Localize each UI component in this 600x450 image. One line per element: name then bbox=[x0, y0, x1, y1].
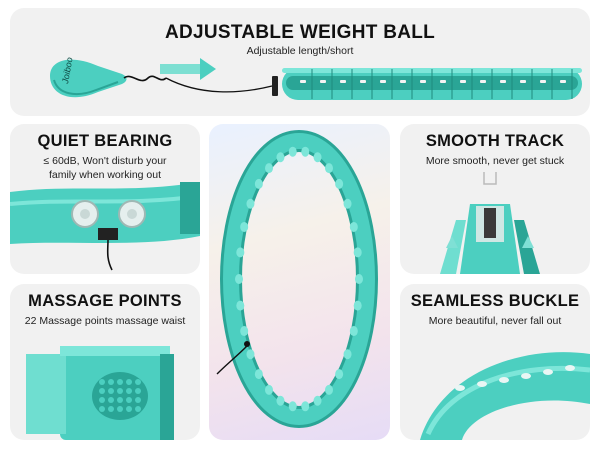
panel-title: QUIET BEARING bbox=[37, 132, 173, 150]
track-illustration bbox=[440, 172, 540, 274]
arrow-up-icon bbox=[446, 236, 458, 248]
hoop-product-image bbox=[216, 130, 378, 428]
subtitle-line-2: family when working out bbox=[48, 169, 162, 181]
panel-title: MASSAGE POINTS bbox=[28, 292, 182, 310]
ball-brand-label: Joiboo bbox=[60, 56, 75, 85]
panel-subtitle: 22 Massage points massage waist bbox=[24, 315, 186, 327]
smooth-track-panel: SMOOTH TRACK More smooth, never get stuc… bbox=[400, 124, 590, 274]
quiet-bearing-panel: QUIET BEARING ≤ 60dB, Won't disturb your… bbox=[10, 124, 200, 274]
hoop-product-panel bbox=[209, 124, 390, 440]
panel-subtitle: More smooth, never get stuck bbox=[425, 155, 565, 167]
bearing-illustration bbox=[10, 182, 200, 271]
arrow-up-icon bbox=[522, 236, 534, 248]
weight-ball-hoop-illustration: Joiboo bbox=[50, 56, 582, 100]
arrow-head-icon bbox=[200, 58, 216, 80]
buckle-illustration bbox=[420, 352, 590, 440]
massage-points-panel: MASSAGE POINTS 22 Massage points massage… bbox=[10, 284, 200, 440]
panel-subtitle: ≤ 60dB, Won't disturb your family when w… bbox=[10, 154, 200, 182]
panel-title: SMOOTH TRACK bbox=[425, 132, 565, 150]
seamless-buckle-panel: SEAMLESS BUCKLE More beautiful, never fa… bbox=[400, 284, 590, 440]
subtitle-line-1: ≤ 60dB, Won't disturb your bbox=[43, 155, 167, 167]
arrow-right-icon bbox=[160, 64, 200, 74]
panel-title: ADJUSTABLE WEIGHT BALL bbox=[164, 22, 436, 43]
panel-subtitle: Adjustable length/short bbox=[246, 45, 354, 57]
adjustable-weight-ball-panel: ADJUSTABLE WEIGHT BALL Adjustable length… bbox=[10, 8, 590, 116]
massage-pad-illustration bbox=[26, 346, 174, 440]
panel-title: SEAMLESS BUCKLE bbox=[410, 292, 580, 310]
panel-subtitle: More beautiful, never fall out bbox=[428, 315, 562, 327]
